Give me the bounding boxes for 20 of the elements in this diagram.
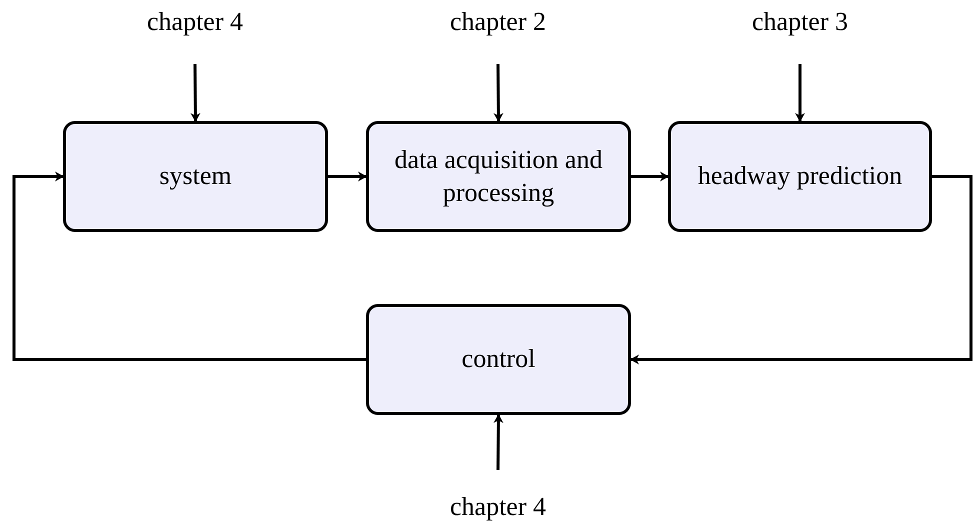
node-label: chapter 3 bbox=[752, 6, 848, 38]
process-box bbox=[366, 121, 631, 232]
process-box bbox=[366, 304, 631, 415]
node-label: headway prediction bbox=[698, 160, 902, 192]
process-box bbox=[668, 121, 932, 232]
arrow bbox=[190, 64, 200, 122]
node-label: data acquisition and processing bbox=[394, 144, 604, 209]
node-label: chapter 2 bbox=[450, 6, 546, 38]
arrow bbox=[631, 172, 669, 182]
arrow bbox=[493, 414, 504, 470]
node-label: chapter 4 bbox=[450, 490, 546, 522]
process-box bbox=[63, 121, 328, 232]
node-label: chapter 4 bbox=[146, 6, 243, 38]
arrow bbox=[630, 175, 972, 364]
node-label: control bbox=[462, 343, 536, 376]
arrow bbox=[12, 172, 366, 361]
node-label: system bbox=[159, 160, 232, 192]
arrow bbox=[795, 64, 805, 122]
arrow bbox=[493, 64, 504, 122]
arrow bbox=[328, 172, 367, 182]
